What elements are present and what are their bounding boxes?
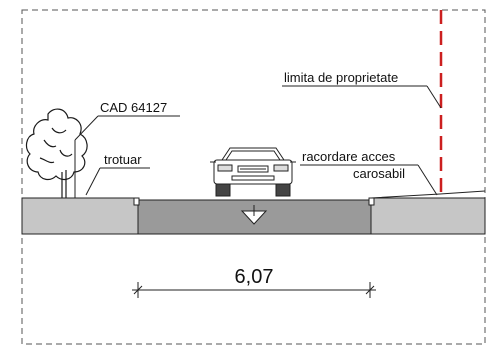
right-verge — [370, 197, 486, 235]
access-label-line1: racordare acces — [302, 149, 396, 164]
access-ramp-line — [370, 190, 486, 199]
access-label-line2: carosabil — [353, 166, 405, 181]
right-curb — [368, 197, 375, 206]
access-leader — [417, 164, 438, 196]
tree-icon — [25, 108, 88, 198]
sidewalk-label: trotuar — [104, 152, 142, 167]
property-leader — [426, 85, 442, 109]
left-curb — [133, 197, 140, 206]
width-dimension — [132, 282, 376, 298]
drawing-frame — [21, 9, 486, 345]
sidewalk-leader — [85, 167, 101, 196]
cad-leader — [74, 115, 99, 141]
property-limit-label: limita de proprietate — [284, 70, 398, 85]
water-level-triangle-icon — [240, 205, 268, 225]
car-icon — [210, 147, 296, 197]
width-value: 6,07 — [235, 266, 274, 288]
cad-label: CAD 64127 — [100, 100, 167, 115]
left-sidewalk — [21, 197, 139, 235]
